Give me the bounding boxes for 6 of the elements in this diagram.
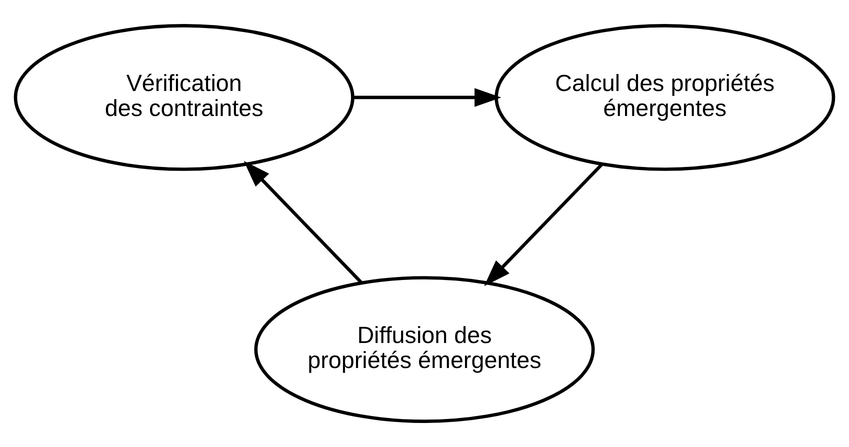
node-ellipse: Diffusion des propriétés émergentes <box>254 276 595 423</box>
node-ellipse: Vérification des contraintes <box>14 24 354 171</box>
arrow <box>353 88 502 107</box>
arrow <box>484 163 603 286</box>
arrow <box>244 160 363 284</box>
node-ellipse: Calcul des propriétés émergentes <box>494 24 836 171</box>
